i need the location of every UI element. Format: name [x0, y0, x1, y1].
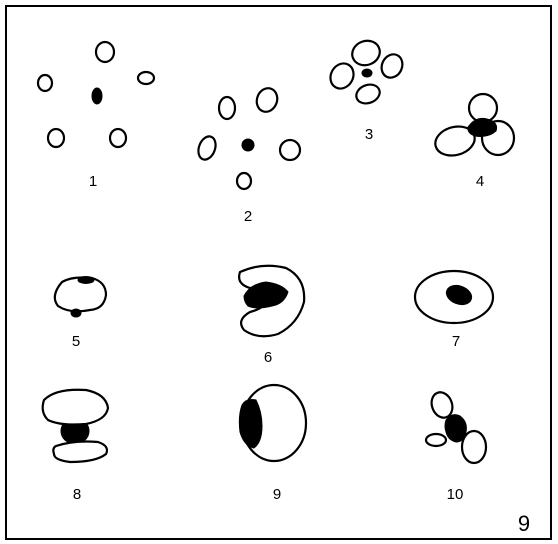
figure-label-10: 10	[447, 486, 464, 503]
figure-label-9: 9	[273, 486, 281, 503]
figure-label-2: 2	[244, 208, 252, 225]
figure-label-5: 5	[72, 333, 80, 350]
figure-label-7: 7	[452, 333, 460, 350]
figure-label-4: 4	[476, 173, 484, 190]
plate-number: 9	[518, 511, 530, 536]
figure-label-3: 3	[365, 126, 373, 143]
figure-label-8: 8	[73, 486, 81, 503]
figure-label-1: 1	[89, 173, 97, 190]
figure-label-6: 6	[264, 349, 272, 366]
